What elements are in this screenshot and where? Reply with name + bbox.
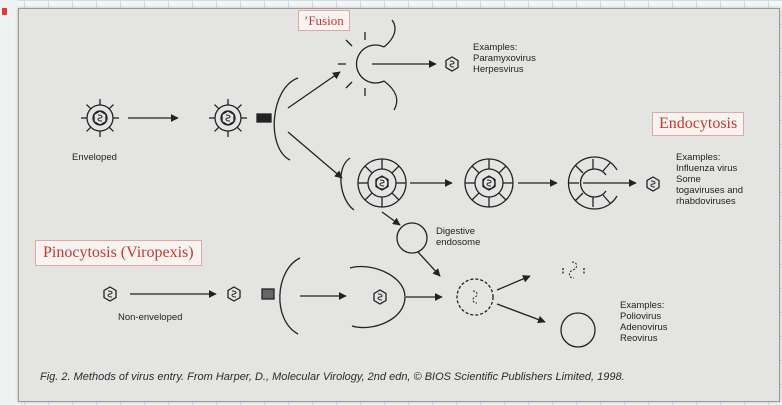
- arrow-to-endocytosis: [288, 132, 342, 178]
- membrane-fusion-curve: [274, 78, 298, 160]
- digestive-endosome-text: Digestive endosome: [436, 226, 480, 248]
- arrow-pino-release: [497, 276, 530, 290]
- receptor-pino-icon: [262, 289, 274, 299]
- uncoating-vesicle-icon: [457, 279, 493, 315]
- enveloped-virus-binding-icon: [209, 99, 247, 137]
- membrane-pino-curve: [280, 258, 300, 334]
- fusion-released-genome-icon: [446, 57, 458, 71]
- endocytosis-label: Endocytosis: [652, 112, 744, 136]
- receptor-icon: [257, 114, 271, 122]
- non-enveloped-virus-icon: [104, 287, 116, 301]
- non-enveloped-text: Non-enveloped: [118, 312, 182, 323]
- arrow-to-digestive: [382, 212, 400, 225]
- examples-pinocytosis-text: Examples: Poliovirus Adenovirus Reovirus: [620, 300, 668, 344]
- examples-endocytosis-text: Examples: Influenza virus Some togavirus…: [676, 152, 743, 207]
- released-genome-dashed-icon: [563, 262, 584, 278]
- endo-released-genome-icon: [647, 177, 659, 191]
- figure-caption: Fig. 2. Methods of virus entry. From Har…: [40, 370, 770, 384]
- fusion-label: ’Fusion: [298, 10, 350, 31]
- non-enveloped-binding-icon: [228, 287, 240, 301]
- pinocytosis-vesicle-icon: [350, 267, 405, 328]
- pino-digestive-icon: [561, 313, 595, 347]
- digestive-endosome-icon: [397, 223, 427, 253]
- arrow-digestive-down: [418, 252, 440, 276]
- endocytosis-membrane-curve: [341, 158, 354, 210]
- pinocytosis-label: Pinocytosis (Viropexis): [35, 240, 202, 266]
- enveloped-virus-icon: [81, 99, 119, 137]
- examples-fusion-text: Examples: Paramyxovirus Herpesvirus: [473, 42, 536, 75]
- arrow-pino-digest: [497, 304, 545, 322]
- enveloped-text: Enveloped: [72, 152, 117, 163]
- arrow-to-fusion: [288, 72, 340, 108]
- endosome-2-icon: [465, 159, 513, 207]
- fusion-virus-icon: [338, 20, 397, 110]
- endosome-1-icon: [358, 159, 406, 207]
